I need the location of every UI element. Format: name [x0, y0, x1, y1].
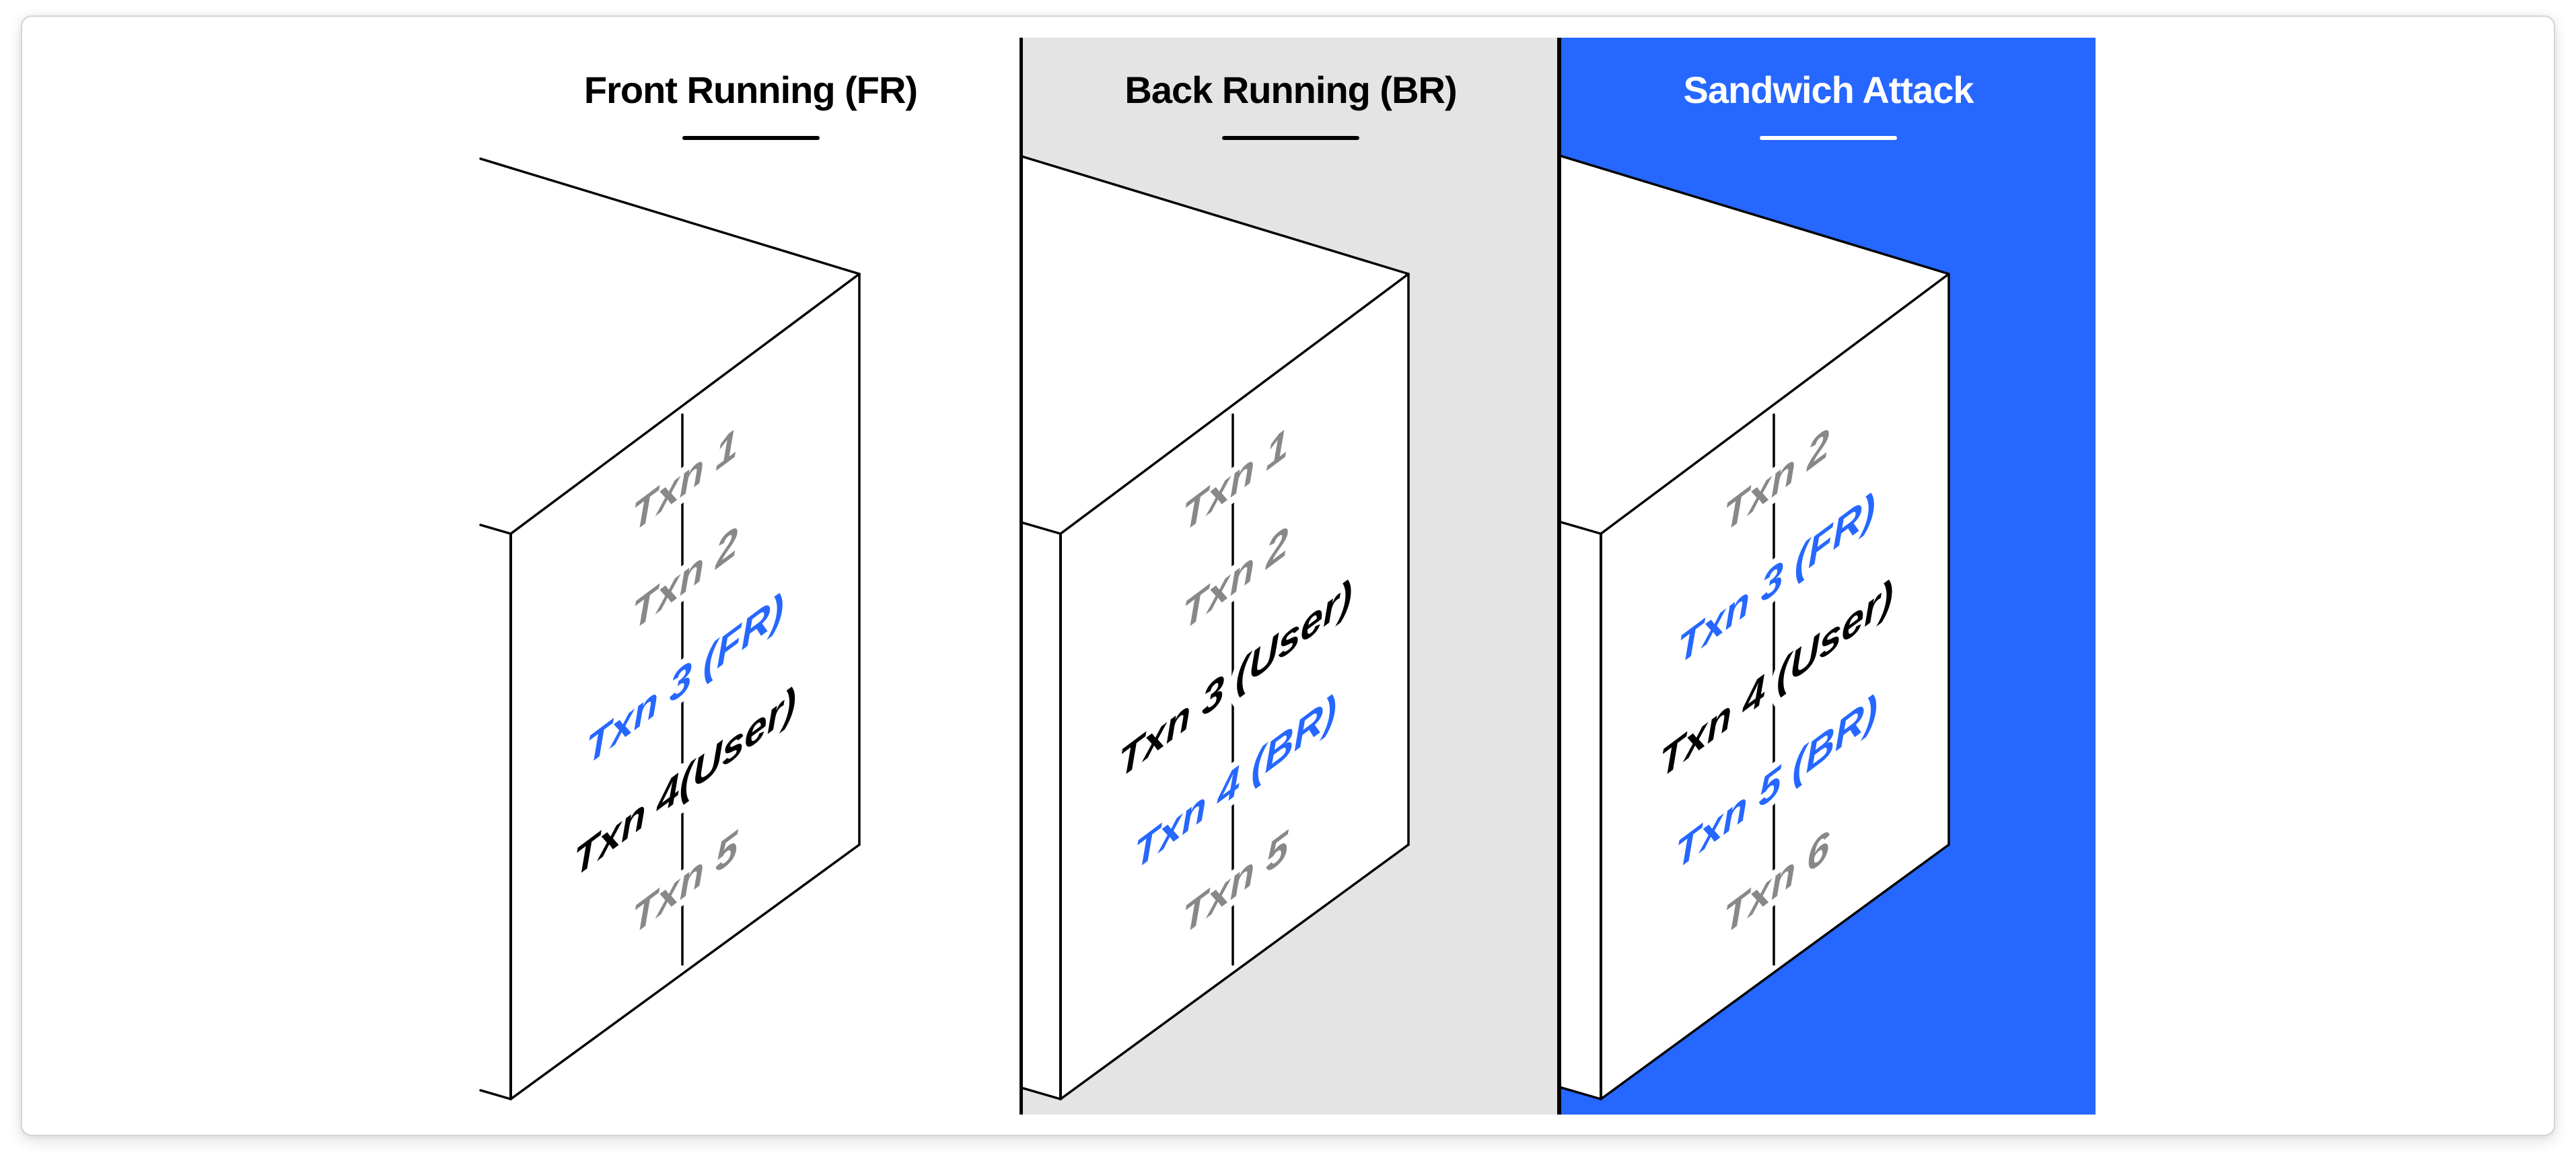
panel-back-running: Back Running (BR) — [1019, 38, 1559, 1115]
title-underline — [1222, 136, 1359, 140]
panel-title-front-running: Front Running (FR) — [583, 69, 918, 111]
panel-front-running: Front Running (FR) — [480, 38, 1021, 1115]
panel-title-sandwich-attack: Sandwich Attack — [1683, 69, 1974, 111]
panel-title-back-running: Back Running (BR) — [1124, 69, 1457, 111]
title-underline — [1760, 136, 1897, 140]
title-underline — [682, 136, 820, 140]
panel-sandwich-attack: Sandwich Attack — [1557, 38, 2096, 1115]
